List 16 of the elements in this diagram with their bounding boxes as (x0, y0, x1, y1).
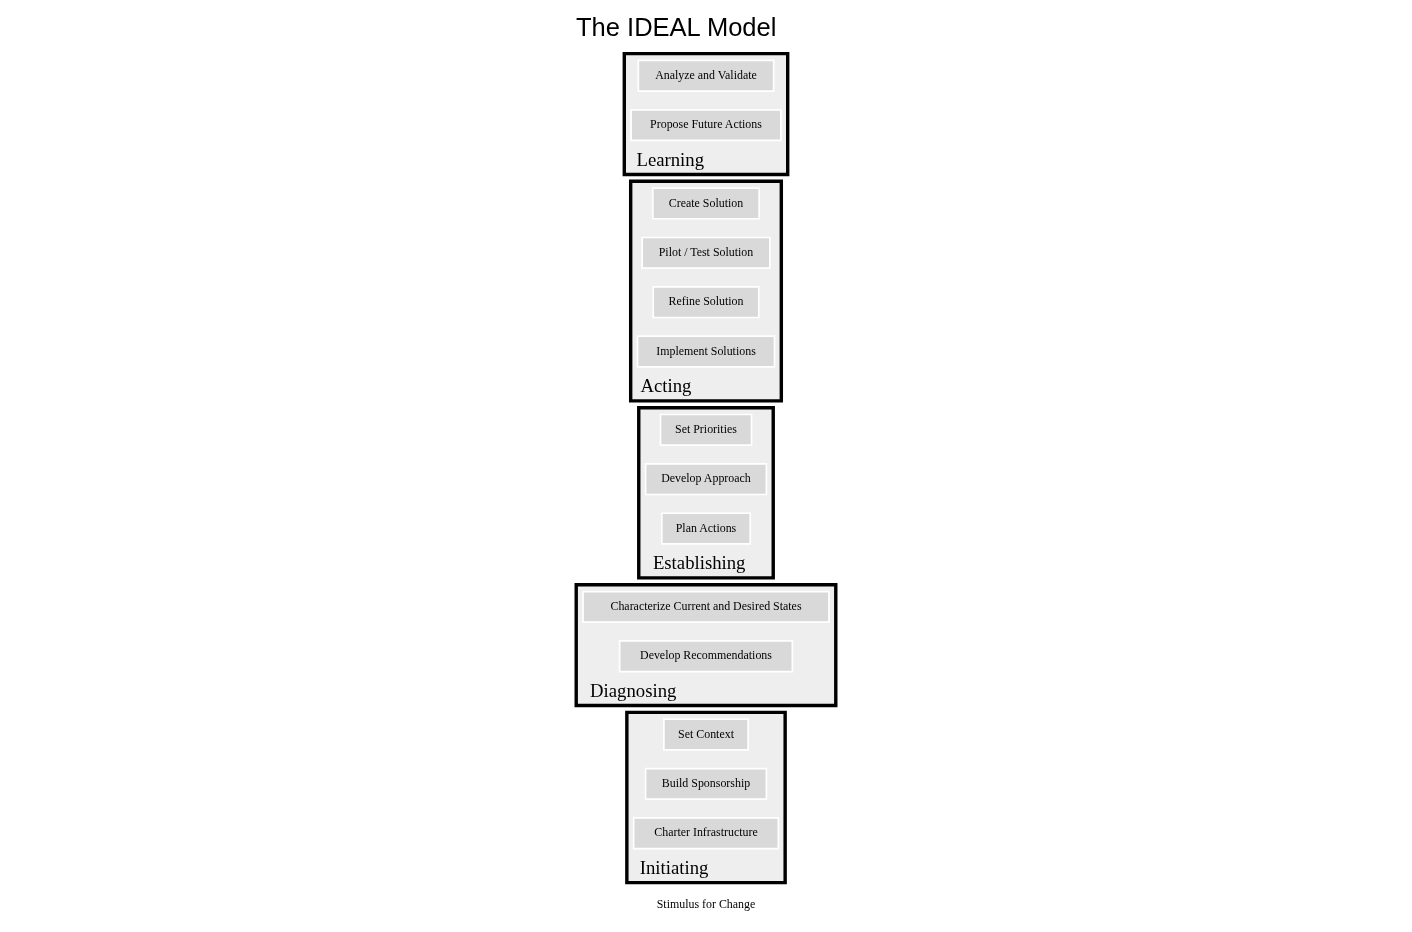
node-box: Propose Future Actions (630, 109, 782, 142)
node-box: Build Sponsorship (644, 767, 768, 801)
diagram-title: The IDEAL Model (575, 12, 777, 41)
node-box: Set Priorities (659, 413, 753, 446)
node-box: Develop Approach (644, 463, 768, 496)
node-box: Set Context (663, 718, 749, 751)
node-box: Refine Solution (652, 286, 760, 319)
node-box: Characterize Current and Desired States (582, 590, 830, 623)
node-box: Create Solution (651, 187, 761, 220)
node-box: Implement Solutions (636, 335, 776, 368)
node-box: Plan Actions (660, 512, 752, 545)
node-box: Pilot / Test Solution (641, 236, 771, 269)
node-box: Develop Recommendations (618, 640, 794, 673)
node-box: Charter Infrastructure (632, 817, 780, 850)
node-box: Analyze and Validate (637, 59, 775, 92)
label: Stimulus for Change (656, 896, 756, 911)
